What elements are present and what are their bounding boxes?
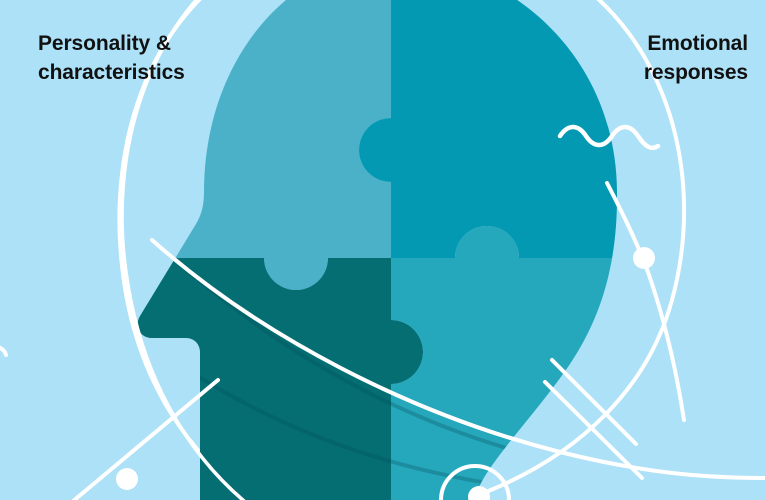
orbit-line-right-dot [605, 181, 686, 422]
edge-fragment-left [0, 345, 8, 357]
orbit-dot-right [633, 247, 655, 269]
cross-stroke-a [550, 358, 638, 446]
wave-squiggle [557, 124, 661, 151]
bottom-arc-small [439, 464, 511, 500]
orbit-line-lower-left [71, 378, 220, 500]
orbit-arc-left-front [120, 0, 246, 500]
orbit-dots [116, 247, 655, 500]
orbit-dot-bottom [468, 486, 490, 500]
orbit-dot-lower-left [116, 468, 138, 490]
orbit-arc-right [484, 0, 687, 494]
cross-stroke-b [543, 380, 644, 480]
orbit-sweep-face [150, 238, 765, 480]
inner-curve-lower [174, 360, 521, 490]
